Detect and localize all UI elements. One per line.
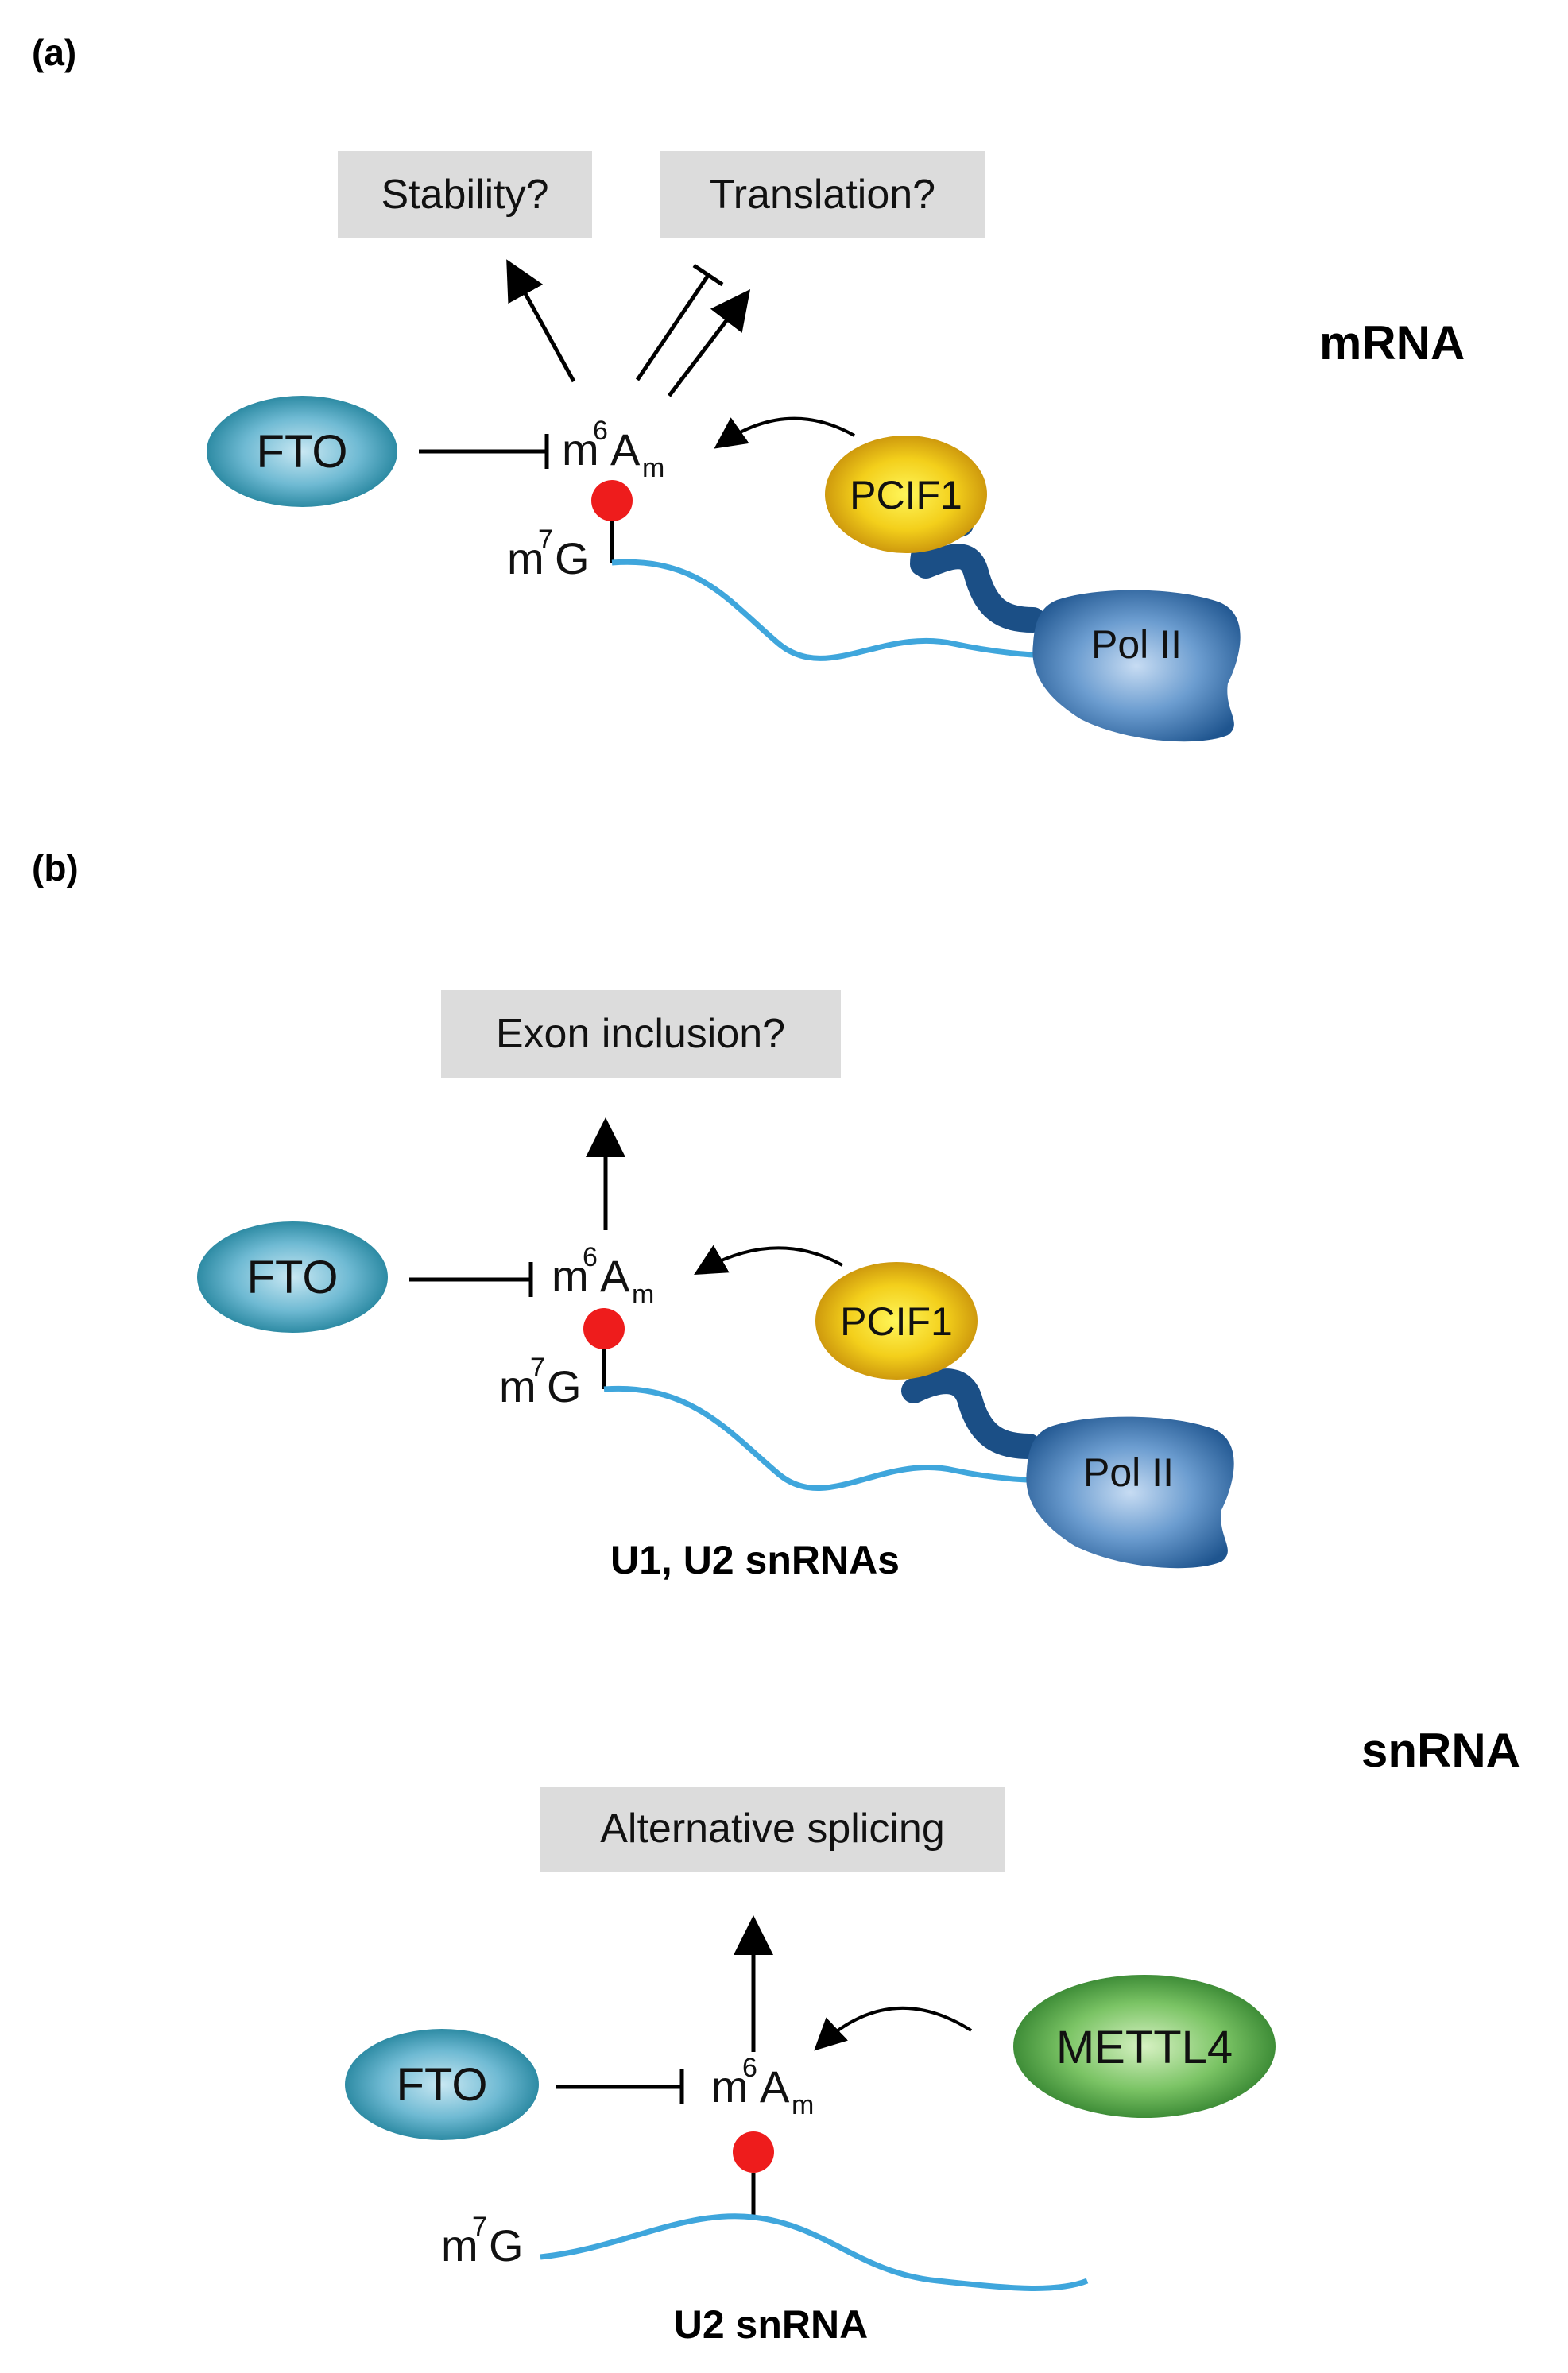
panel-b-side-label: snRNA [1361,1724,1520,1777]
fto-label-a: FTO [257,426,348,478]
svg-text:m: m [711,2061,749,2112]
polii-label-b1: Pol II [1083,1450,1174,1495]
exon-inclusion-box [441,990,841,1078]
polii-tail-a2 [913,544,1046,633]
svg-text:m: m [792,2090,814,2120]
svg-text:G: G [555,533,590,583]
svg-text:G: G [547,1361,582,1411]
caption-u2: U2 snRNA [674,2302,868,2347]
cap-dot-b1 [583,1308,625,1349]
m6am-label-b1: m 6 A m [552,1242,654,1310]
cap-dot-a [591,480,633,521]
panel-a-label: (a) [32,32,76,73]
snrna-strand-b1 [603,1385,1082,1491]
svg-text:m: m [642,453,664,483]
u2-snrna-strand [540,2213,1089,2291]
svg-text:7: 7 [530,1353,545,1383]
panel-b-label: (b) [32,847,79,888]
pcif1-label-b1: PCIF1 [840,1299,953,1344]
polii-blob-b1 [1026,1416,1234,1569]
m6am-label-b2: m 6 A m [711,2053,814,2120]
stability-box [338,151,592,238]
arrow-to-translation [668,289,751,397]
translation-box [660,151,985,238]
fto-ellipse-b2 [345,2029,539,2140]
panel-a-side-label: mRNA [1319,316,1465,370]
m6am-label-a: m 6 A m [562,416,664,483]
svg-text:m: m [441,2220,478,2270]
inhibit-bar-translation [692,263,724,287]
fto-ellipse-a [207,396,397,507]
svg-text:m: m [632,1279,654,1310]
stability-label: Stability? [381,172,549,218]
mrna-strand [611,559,1086,661]
svg-text:m: m [562,424,599,474]
mettl4-arrow [814,2006,973,2051]
exon-inclusion-label: Exon inclusion? [496,1011,785,1057]
svg-text:A: A [610,424,641,474]
mettl4-ellipse [1013,1975,1276,2118]
alt-splicing-label: Alternative splicing [600,1806,945,1852]
m7g-label-b2: m 7 G [441,2212,524,2270]
svg-text:A: A [600,1251,630,1301]
translation-label: Translation? [710,172,935,218]
cap-dot-b2 [733,2131,774,2173]
fto-ellipse-b1 [197,1221,388,1333]
pcif1-label-a: PCIF1 [850,473,962,517]
svg-text:m: m [499,1361,536,1411]
pcif1-arrow-a [714,416,855,449]
mettl4-label: METTL4 [1056,2022,1233,2073]
svg-text:A: A [760,2061,790,2112]
svg-text:m: m [552,1251,589,1301]
svg-text:7: 7 [538,525,553,555]
m7g-label-b1: m 7 G [499,1353,582,1411]
polii-tail-b1 [901,1368,1042,1459]
polii-label-a: Pol II [1091,622,1182,667]
svg-text:7: 7 [472,2212,487,2242]
caption-u1-u2: U1, U2 snRNAs [610,1538,900,1582]
alt-splicing-box [540,1787,1005,1872]
svg-text:m: m [507,533,544,583]
pcif1-ellipse-b1 [815,1262,978,1380]
pcif1-arrow-b1 [694,1245,843,1276]
fto-label-b2: FTO [397,2059,488,2111]
m7g-label-a: m 7 G [507,525,590,583]
svg-text:6: 6 [742,2053,757,2083]
svg-text:6: 6 [593,416,608,446]
svg-text:6: 6 [583,1242,598,1272]
arrow-to-stability [506,259,576,383]
fto-label-b1: FTO [247,1252,339,1303]
inhibit-to-translation [635,273,711,381]
svg-text:G: G [489,2220,524,2270]
pcif1-ellipse-a [825,436,987,553]
polii-blob-a [1032,590,1241,742]
